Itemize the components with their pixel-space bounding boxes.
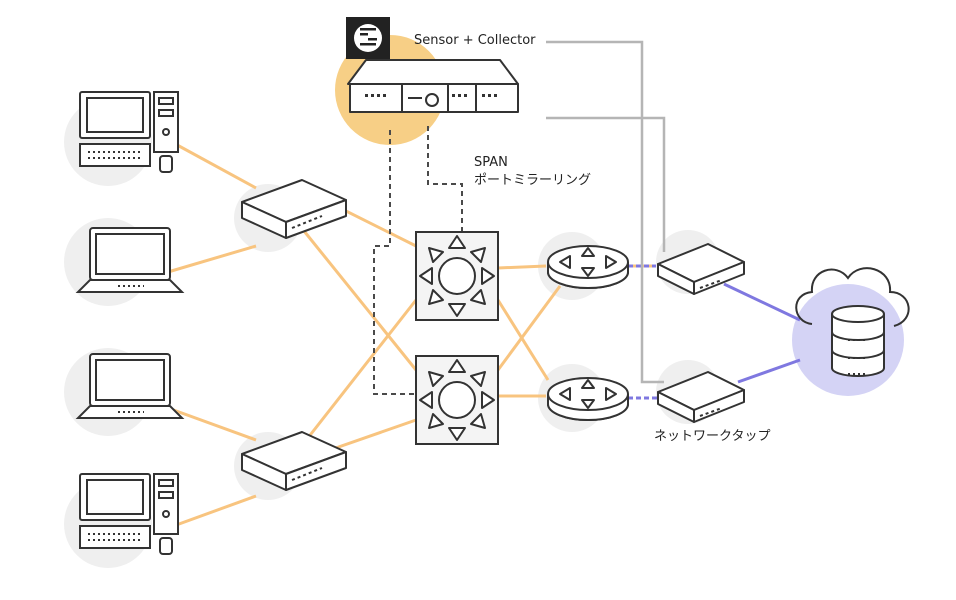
laptop-icon <box>75 353 185 419</box>
router-icon <box>547 245 629 289</box>
orange-links <box>167 138 656 530</box>
network-tap-icon <box>657 243 745 295</box>
sensor-appliance-icon <box>347 59 519 113</box>
network-tap-icon <box>657 371 745 423</box>
core-switch-icon <box>415 355 499 445</box>
access-switch-icon <box>241 179 347 239</box>
span-dashed-links <box>373 126 463 395</box>
access-switch-icon <box>241 431 347 491</box>
port-mirroring-label: ポートミラーリング <box>474 173 591 188</box>
cloud-database-icon <box>795 267 910 377</box>
laptop-icon <box>75 227 185 293</box>
core-switch-icon <box>415 231 499 321</box>
purple-links <box>628 264 801 400</box>
g-logo-icon <box>346 17 390 59</box>
sensor-collector-label: Sensor + Collector <box>414 33 536 48</box>
span-label: SPAN <box>474 155 508 170</box>
router-icon <box>547 377 629 421</box>
desktop-pc-icon <box>79 473 179 555</box>
desktop-pc-icon <box>79 91 179 173</box>
gray-links <box>546 40 666 384</box>
network-tap-label: ネットワークタップ <box>654 429 770 444</box>
